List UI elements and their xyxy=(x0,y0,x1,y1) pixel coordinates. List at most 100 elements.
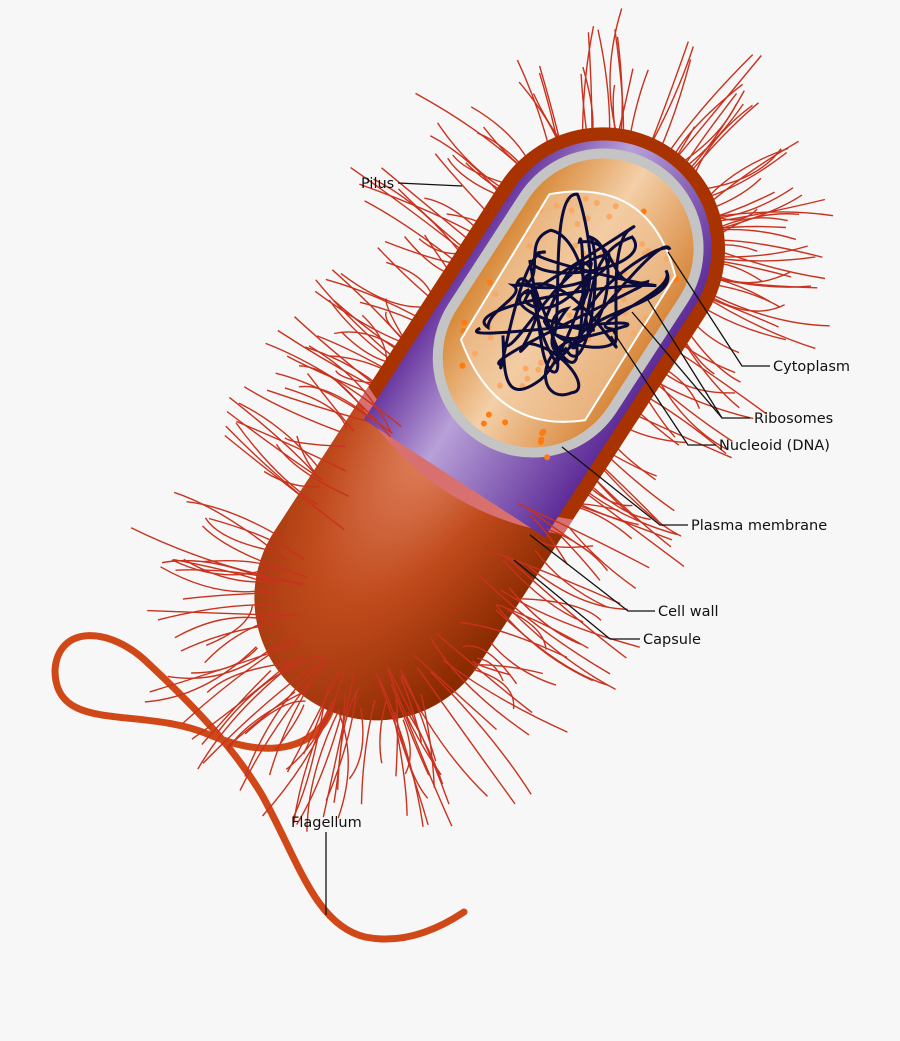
pilus xyxy=(518,503,650,569)
pilus xyxy=(690,104,753,185)
label-cell-wall: Cell wall xyxy=(658,604,719,620)
pilus xyxy=(322,670,356,818)
pilus xyxy=(529,515,569,566)
pilus xyxy=(244,658,328,777)
pilus xyxy=(298,385,377,423)
pilus xyxy=(500,589,640,648)
pilus xyxy=(244,700,306,735)
cell-wall-leader xyxy=(529,534,655,612)
pilus xyxy=(286,671,340,773)
pilus xyxy=(284,437,346,448)
ribosome xyxy=(459,362,466,369)
ribosome xyxy=(544,454,551,461)
pilus xyxy=(597,29,611,143)
pilus xyxy=(386,666,450,805)
pilus xyxy=(337,712,349,819)
pilus xyxy=(306,708,340,832)
pilus xyxy=(216,654,324,734)
pilus xyxy=(206,662,289,694)
pilus xyxy=(496,603,589,649)
pilus xyxy=(160,566,268,593)
pilus xyxy=(525,506,600,560)
pilus xyxy=(684,342,740,409)
label-pilus: Pilus xyxy=(361,176,394,192)
label-nucleoid: Nucleoid (DNA) xyxy=(719,438,830,454)
pilus xyxy=(239,660,328,791)
pilus xyxy=(175,569,304,587)
pilus xyxy=(182,636,297,725)
pilus xyxy=(328,299,393,362)
label-plasma-membrane: Plasma membrane xyxy=(691,518,827,534)
pilus xyxy=(459,621,568,659)
pilus xyxy=(569,501,673,541)
ribosome xyxy=(485,411,492,418)
pilus xyxy=(167,641,280,679)
pilus xyxy=(197,653,306,770)
pilus xyxy=(173,491,287,561)
pilus xyxy=(436,633,533,714)
pilus xyxy=(471,660,511,676)
pilus xyxy=(292,708,325,819)
capsule-leader xyxy=(513,559,640,640)
pilus xyxy=(226,410,323,481)
pilus xyxy=(487,549,621,605)
pilus xyxy=(186,501,287,541)
pilus xyxy=(516,597,602,621)
pilus xyxy=(174,616,273,639)
ribosome xyxy=(486,279,493,286)
pilus xyxy=(717,271,791,284)
pilus xyxy=(191,659,294,740)
pilus xyxy=(430,671,532,795)
pilus xyxy=(296,435,316,473)
pilus xyxy=(504,554,627,659)
pilus xyxy=(204,517,278,553)
pilus xyxy=(400,674,488,797)
ribosome xyxy=(461,319,468,326)
pilus xyxy=(202,525,307,578)
pilus xyxy=(473,668,515,710)
pilus xyxy=(420,693,435,788)
pilus xyxy=(261,703,336,817)
pilus xyxy=(462,645,518,685)
pilus xyxy=(386,261,431,292)
pilus xyxy=(721,239,823,258)
pilus xyxy=(236,420,347,472)
pilus xyxy=(509,608,616,691)
pilus xyxy=(293,700,334,824)
pilus xyxy=(717,211,834,217)
pilus xyxy=(502,559,584,623)
pilus xyxy=(202,665,315,764)
pilus xyxy=(182,591,273,600)
pilus-leader xyxy=(397,182,463,187)
pilus xyxy=(235,422,319,506)
pilus xyxy=(340,272,428,308)
pilus xyxy=(204,612,299,664)
pilus xyxy=(360,699,376,805)
pilus xyxy=(534,549,608,608)
pilus xyxy=(275,443,350,497)
pilus xyxy=(662,371,736,394)
pilus xyxy=(225,425,345,531)
pilus xyxy=(149,640,302,693)
pilus xyxy=(203,559,285,574)
pilus xyxy=(274,704,305,752)
pilus xyxy=(308,345,392,434)
pilus xyxy=(238,402,319,468)
pilus xyxy=(157,604,282,621)
label-cytoplasm: Cytoplasm xyxy=(773,359,850,375)
pilus xyxy=(226,691,296,748)
pilus xyxy=(208,517,305,560)
pilus xyxy=(405,716,453,827)
pilus xyxy=(180,623,275,652)
pilus xyxy=(263,470,321,488)
pilus xyxy=(378,679,424,827)
pilus xyxy=(266,389,371,423)
pilus xyxy=(171,559,269,576)
pilus xyxy=(306,372,355,432)
pilus xyxy=(474,664,544,675)
pilus xyxy=(402,719,411,775)
pilus xyxy=(392,711,408,816)
cytoplasm-leader xyxy=(667,251,770,367)
nucleoid-dna xyxy=(475,192,672,397)
